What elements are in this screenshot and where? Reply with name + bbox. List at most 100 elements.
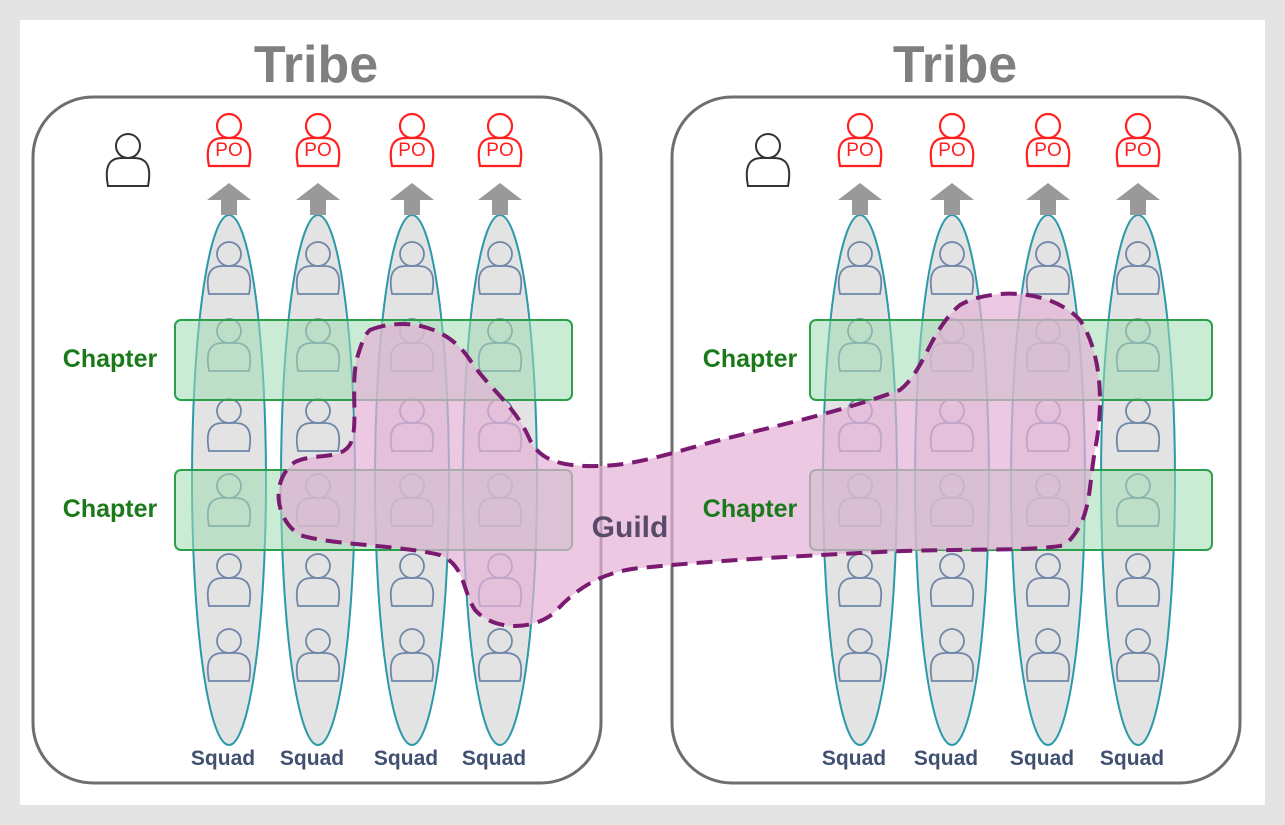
squad-label: Squad (191, 747, 255, 770)
squad-member-icon (295, 628, 341, 682)
po-label: PO (486, 140, 513, 161)
squad-member-icon (929, 628, 975, 682)
chapter-label: Chapter (63, 345, 158, 373)
person-body (295, 265, 341, 295)
squad-member-icon (1115, 241, 1161, 295)
person-body (929, 265, 975, 295)
person-body (837, 136, 883, 168)
po-label: PO (215, 140, 242, 161)
guild-label: Guild (592, 511, 669, 544)
person-body (295, 577, 341, 607)
person-body (1115, 577, 1161, 607)
tribe-lead-person-icon (105, 133, 151, 187)
chapter-label: Chapter (703, 495, 798, 523)
person-body (1025, 652, 1071, 682)
squad-member-icon (837, 241, 883, 295)
arrow-up-icon (1026, 183, 1070, 215)
guild-area (276, 291, 1102, 628)
squad-member-icon (1115, 553, 1161, 607)
squad-label: Squad (822, 747, 886, 770)
chapter-label: Chapter (703, 345, 798, 373)
squad-label: Squad (462, 747, 526, 770)
person-body (389, 136, 435, 168)
squad-member-icon (206, 553, 252, 607)
person-body (389, 265, 435, 295)
person-body (206, 136, 252, 168)
squad-member-icon (1115, 628, 1161, 682)
person-body (1025, 265, 1071, 295)
arrow-up-icon (478, 183, 522, 215)
tribe-title: Tribe (254, 36, 378, 94)
person-head (115, 133, 141, 159)
person-head (1034, 112, 1062, 140)
product-owner-icon: PO (206, 112, 252, 168)
po-label: PO (938, 140, 965, 161)
product-owner-icon: PO (1115, 112, 1161, 168)
person-body (295, 652, 341, 682)
arrow-up-icon (207, 183, 251, 215)
arrow-up-icon (930, 183, 974, 215)
person-body (745, 157, 791, 187)
person-body (1115, 652, 1161, 682)
person-head (486, 112, 514, 140)
squad-label: Squad (374, 747, 438, 770)
squad-member-icon (206, 628, 252, 682)
squad-member-icon (295, 553, 341, 607)
product-owner-icon: PO (295, 112, 341, 168)
po-label: PO (1124, 140, 1151, 161)
squad-label: Squad (914, 747, 978, 770)
person-body (295, 136, 341, 168)
person-body (1115, 136, 1161, 168)
person-body (206, 577, 252, 607)
person-body (206, 422, 252, 452)
squad-member-icon (837, 628, 883, 682)
person-body (837, 652, 883, 682)
person-body (105, 157, 151, 187)
product-owner-icon: PO (389, 112, 435, 168)
tribe-title: Tribe (893, 36, 1017, 94)
squad-member-icon (206, 241, 252, 295)
squad-label: Squad (1100, 747, 1164, 770)
product-owner-icon: PO (929, 112, 975, 168)
person-head (846, 112, 874, 140)
person-body (929, 136, 975, 168)
product-owner-icon: PO (837, 112, 883, 168)
squad-member-icon (477, 241, 523, 295)
person-body (1115, 422, 1161, 452)
squad-label: Squad (280, 747, 344, 770)
arrow-up-icon (838, 183, 882, 215)
person-head (755, 133, 781, 159)
tribe-lead-person-icon (745, 133, 791, 187)
person-body (837, 577, 883, 607)
person-body (389, 577, 435, 607)
person-body (837, 265, 883, 295)
arrow-up-icon (296, 183, 340, 215)
person-body (929, 652, 975, 682)
squad-member-icon (477, 628, 523, 682)
po-label: PO (846, 140, 873, 161)
person-body (929, 577, 975, 607)
person-body (1115, 265, 1161, 295)
person-head (304, 112, 332, 140)
person-body (389, 652, 435, 682)
person-body (206, 265, 252, 295)
person-body (477, 652, 523, 682)
squad-member-icon (1025, 628, 1071, 682)
arrow-up-icon (1116, 183, 1160, 215)
squad-label: Squad (1010, 747, 1074, 770)
person-head (215, 112, 243, 140)
squad-member-icon (929, 241, 975, 295)
product-owner-icon: PO (1025, 112, 1071, 168)
squad-member-icon (389, 628, 435, 682)
squad-member-icon (929, 553, 975, 607)
person-body (1025, 136, 1071, 168)
squad-member-icon (389, 241, 435, 295)
person-body (477, 136, 523, 168)
chapter-label: Chapter (63, 495, 158, 523)
squad-member-icon (1025, 241, 1071, 295)
person-body (295, 422, 341, 452)
arrow-up-icon (390, 183, 434, 215)
